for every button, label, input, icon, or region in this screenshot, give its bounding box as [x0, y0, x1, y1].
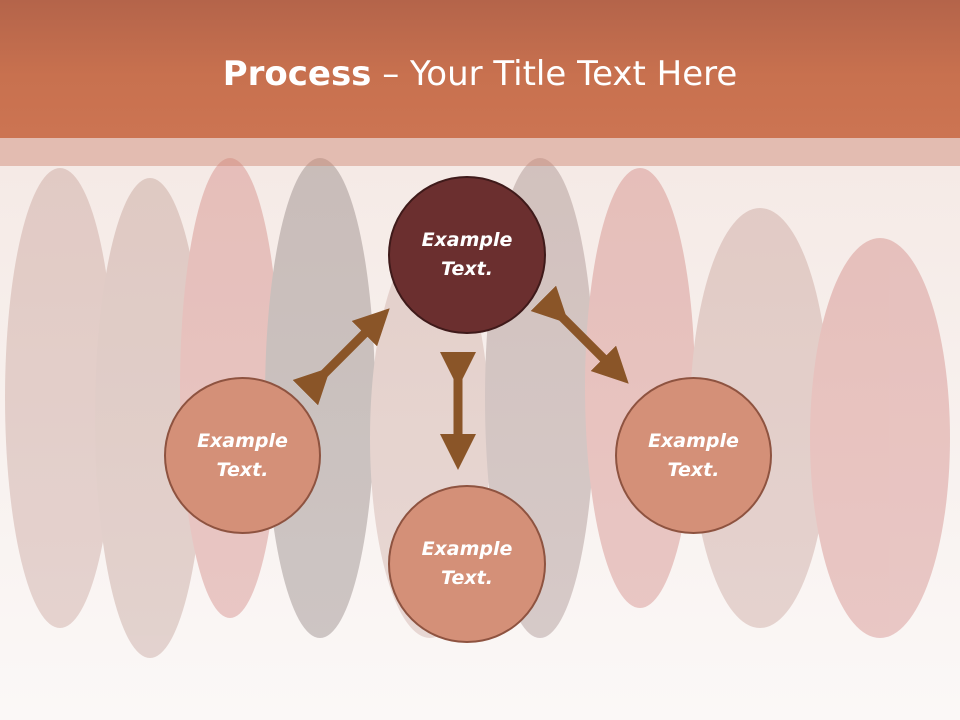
process-node-bottom[interactable]: Example Text.: [388, 485, 546, 643]
title-bar: [0, 0, 960, 138]
node-top-text: Example Text.: [421, 229, 513, 280]
process-node-top[interactable]: Example Text.: [388, 176, 546, 334]
header-band: [0, 138, 960, 166]
arrow-right-diagonal: [530, 285, 629, 384]
title-rest: – Your Title Text Here: [371, 54, 738, 94]
process-node-right[interactable]: Example Text.: [615, 377, 772, 534]
title-bold: Process: [222, 54, 372, 94]
arrow-left-diagonal: [292, 308, 390, 406]
node-left-text: Example Text.: [197, 429, 288, 481]
process-node-left[interactable]: Example Text.: [164, 377, 321, 534]
slide-title: Process – Your Title Text Here: [0, 52, 960, 96]
node-right-text: Example Text.: [648, 429, 739, 481]
node-bottom-text: Example Text.: [421, 538, 513, 589]
